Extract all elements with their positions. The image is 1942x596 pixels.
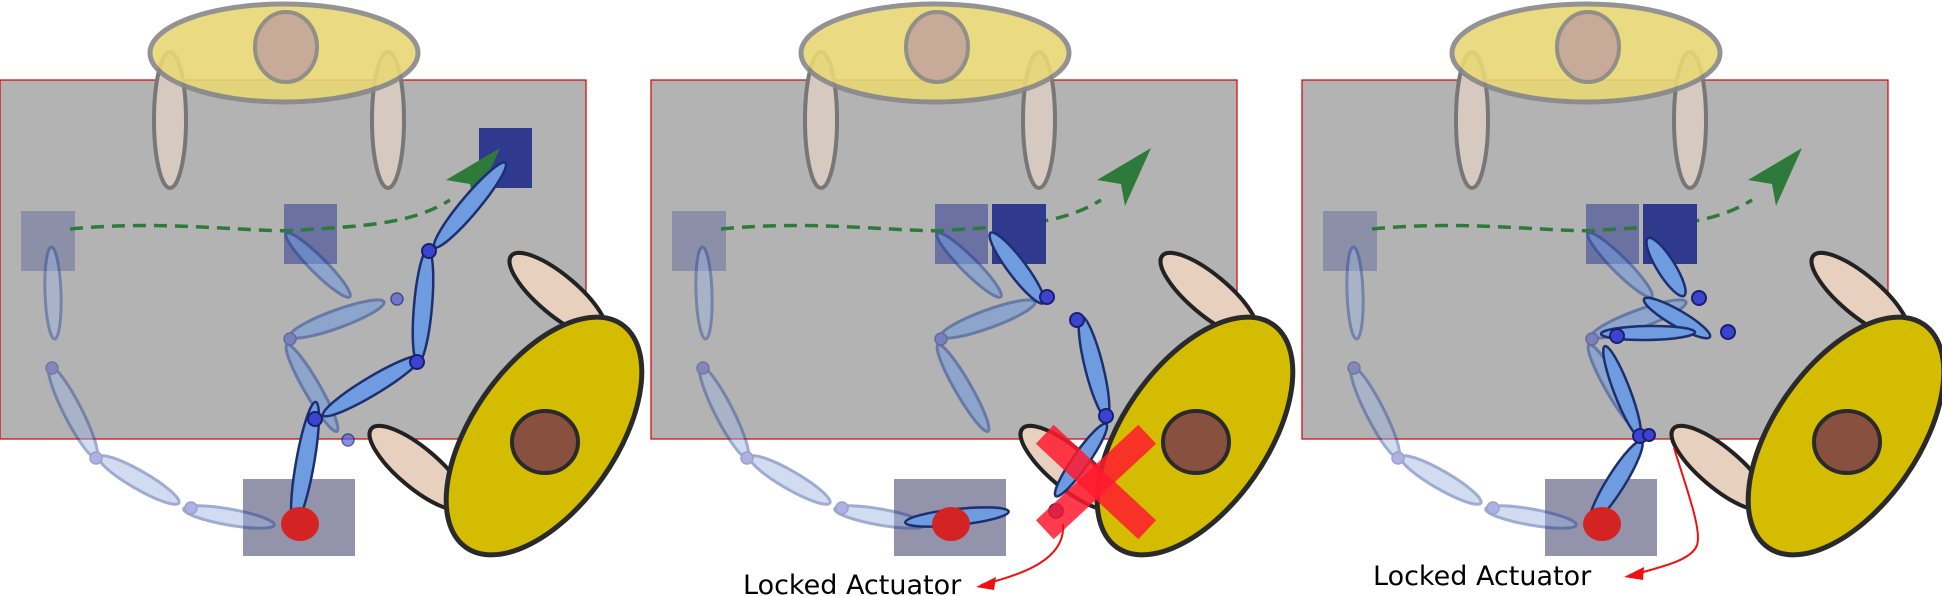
path-arrowhead (1097, 148, 1151, 206)
base-joint (281, 507, 319, 541)
panel-1 (0, 4, 681, 589)
path-arrowhead (446, 148, 500, 206)
base-joint (932, 507, 970, 541)
robot-arm (1588, 236, 1736, 525)
locked-actuator-cross (1035, 424, 1157, 540)
base-joint (1583, 507, 1621, 541)
panel-3: Locked Actuator (1302, 4, 1942, 592)
path-arrowhead (1748, 148, 1802, 206)
locked-actuator-label: Locked Actuator (743, 570, 962, 596)
locked-actuator-arrow (1631, 447, 1699, 576)
locked-actuator-label: Locked Actuator (1373, 561, 1592, 592)
panel-2: Locked Actuator (651, 4, 1332, 596)
